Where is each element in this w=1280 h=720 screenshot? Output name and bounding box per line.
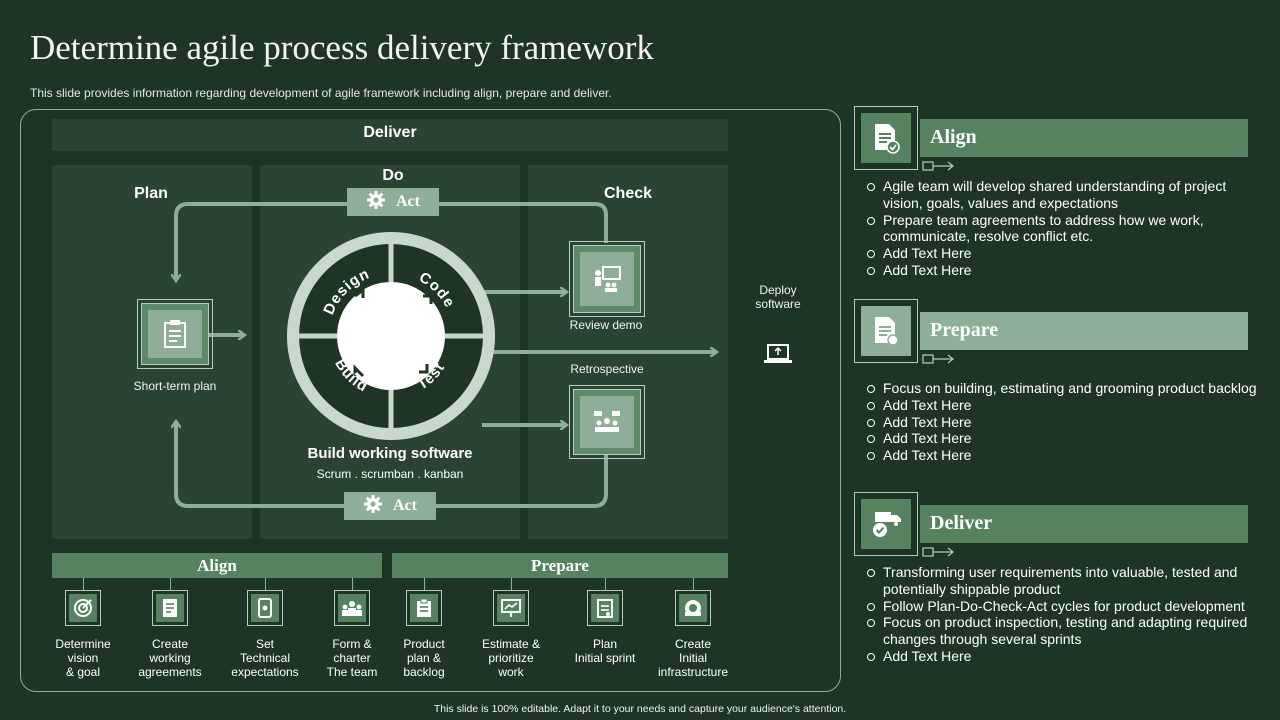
step-connector <box>605 578 606 590</box>
gear-globe-icon <box>679 594 707 622</box>
step-connector <box>265 578 266 590</box>
laptop-icon <box>763 343 793 370</box>
list-item: Transforming user requirements into valu… <box>852 564 1262 598</box>
presentation-icon <box>580 252 634 306</box>
mobile-icon <box>251 594 279 622</box>
document-check-icon <box>861 113 911 163</box>
align-bar-label: Align <box>197 555 237 575</box>
list-item: Add Text Here <box>852 430 1272 447</box>
diagram-frame <box>20 109 841 692</box>
page-subtitle: This slide provides information regardin… <box>30 86 612 100</box>
step-connector <box>693 578 694 590</box>
step-icon-box <box>247 590 283 626</box>
short-term-plan-label: Short-term plan <box>133 379 217 393</box>
step-icon-box <box>334 590 370 626</box>
list-item: Add Text Here <box>852 648 1262 665</box>
arrow-connector-icon <box>922 547 954 557</box>
presentation-icon <box>497 594 525 622</box>
step-connector <box>511 578 512 590</box>
align-title: Align <box>930 126 977 148</box>
step-icon-box <box>493 590 529 626</box>
align-icon-box <box>854 106 918 170</box>
step-icon-box <box>65 590 101 626</box>
step-label: Create working agreements <box>138 637 202 679</box>
target-icon <box>69 594 97 622</box>
delivery-truck-icon <box>861 499 911 549</box>
step-label: Plan Initial sprint <box>574 637 636 665</box>
step-icon-box <box>587 590 623 626</box>
deliver-bar: Deliver <box>52 119 728 151</box>
short-term-plan-tile <box>137 299 213 369</box>
prepare-icon-box <box>854 299 918 363</box>
step-icon-box <box>406 590 442 626</box>
team-meeting-icon <box>580 396 634 448</box>
build-title: Build working software <box>307 445 473 462</box>
step-label: Create Initial infrastructure <box>657 637 729 679</box>
arrow-connector-icon <box>922 354 954 364</box>
retrospective-label: Retrospective <box>570 362 644 376</box>
list-item: Add Text Here <box>852 245 1262 262</box>
prepare-bar: Prepare <box>392 553 728 578</box>
list-item: Follow Plan-Do-Check-Act cycles for prod… <box>852 598 1262 615</box>
deliver-header: Deliver <box>920 505 1248 543</box>
plan-label: Plan <box>134 185 168 202</box>
step-connector <box>352 578 353 590</box>
gear-icon <box>366 190 386 215</box>
list-item: Add Text Here <box>852 397 1272 414</box>
step-label: Set Technical expectations <box>231 637 299 679</box>
deliver-icon-box <box>854 492 918 556</box>
step-connector <box>170 578 171 590</box>
list-item: Focus on product inspection, testing and… <box>852 614 1262 648</box>
retrospective-tile <box>569 385 645 459</box>
clipboard-icon <box>410 594 438 622</box>
check-label: Check <box>603 185 653 202</box>
form-check-icon <box>861 306 911 356</box>
deliver-title: Deliver <box>930 512 993 534</box>
step-label: Product plan & backlog <box>403 637 445 679</box>
list-item: Add Text Here <box>852 262 1262 279</box>
step-label: Estimate & prioritize work <box>481 637 541 679</box>
prepare-bar-label: Prepare <box>531 555 589 575</box>
step-label: Form & charter The team <box>326 637 378 679</box>
deliver-bar-label: Deliver <box>363 124 417 141</box>
act-bottom-label: Act <box>393 497 417 514</box>
document-icon <box>156 594 184 622</box>
prepare-title: Prepare <box>930 319 999 341</box>
review-demo-label: Review demo <box>569 318 643 332</box>
page-title: Determine agile process delivery framewo… <box>30 28 654 67</box>
list-item: Add Text Here <box>852 447 1272 464</box>
build-methods: Scrum . scrumban . kanban <box>316 467 464 481</box>
arrow-connector-icon <box>922 161 954 171</box>
step-icon-box <box>675 590 711 626</box>
footer-note: This slide is 100% editable. Adapt it to… <box>433 703 847 715</box>
team-icon <box>338 594 366 622</box>
list-item: Prepare team agreements to address how w… <box>852 212 1262 246</box>
align-header: Align <box>920 119 1248 157</box>
step-icon-box <box>152 590 188 626</box>
act-top-label: Act <box>396 193 420 210</box>
act-bottom-box: Act <box>344 492 436 520</box>
gear-icon <box>363 494 383 519</box>
list-item: Add Text Here <box>852 414 1272 431</box>
clipboard-icon <box>148 310 202 358</box>
list-item: Agile team will develop shared understan… <box>852 178 1262 212</box>
deliver-bullets: Transforming user requirements into valu… <box>852 564 1262 665</box>
dev-cycle-wheel: Design Code Test Build <box>287 232 495 440</box>
prepare-header: Prepare <box>920 312 1248 350</box>
step-label: Determine vision & goal <box>55 637 111 679</box>
review-demo-tile <box>569 241 645 317</box>
step-connector <box>83 578 84 590</box>
deploy-software-label: Deploy software <box>755 283 801 311</box>
right-section-align: Align Agile team will develop shared und… <box>852 104 1252 284</box>
align-bullets: Agile team will develop shared understan… <box>852 178 1262 279</box>
prepare-bullets: Focus on building, estimating and groomi… <box>852 380 1272 464</box>
act-top-box: Act <box>347 188 439 216</box>
right-section-prepare: Prepare Focus on building, estimating an… <box>852 297 1272 477</box>
list-item: Focus on building, estimating and groomi… <box>852 380 1272 397</box>
do-label: Do <box>382 167 404 184</box>
checklist-icon <box>591 594 619 622</box>
right-section-deliver: Deliver Transforming user requirements i… <box>852 490 1272 680</box>
step-connector <box>424 578 425 590</box>
align-bar: Align <box>52 553 382 578</box>
